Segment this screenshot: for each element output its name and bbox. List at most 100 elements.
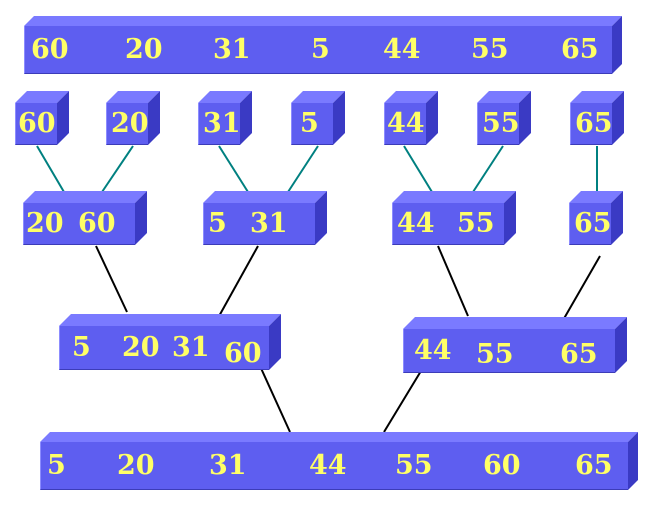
number-value: 60 xyxy=(78,208,116,239)
number-value: 20 xyxy=(125,34,163,65)
pairs-box: 44 55 xyxy=(392,191,516,245)
number-value: 65 xyxy=(574,208,612,239)
box-side-face xyxy=(612,91,624,145)
number-value: 31 xyxy=(209,450,247,481)
singletons-box: 31 xyxy=(198,91,252,145)
number-value: 20 xyxy=(26,208,64,239)
merge-link-line xyxy=(472,145,504,193)
box-top-face xyxy=(24,16,622,26)
merge-link-line xyxy=(36,145,65,193)
merge-link-line xyxy=(403,145,433,193)
number-value: 55 xyxy=(471,34,509,65)
box-top-face xyxy=(106,91,160,103)
input-array-box: 60 20 31 5 44 55 65 xyxy=(24,16,622,74)
merge-link-line xyxy=(217,245,259,319)
box-front-face: 60 xyxy=(15,103,57,145)
pairs-box: 65 xyxy=(569,191,623,245)
number-value: 55 xyxy=(476,339,514,370)
number-value: 65 xyxy=(561,34,599,65)
number-value: 55 xyxy=(457,208,495,239)
box-side-face xyxy=(504,191,516,245)
number-value: 44 xyxy=(383,34,421,65)
box-top-face xyxy=(23,191,147,203)
number-value: 60 xyxy=(224,338,262,369)
box-top-face xyxy=(291,91,345,103)
number-value: 44 xyxy=(309,450,347,481)
number-value: 5 xyxy=(208,208,227,239)
number-value: 5 xyxy=(72,332,91,363)
merge-link-line xyxy=(95,245,128,313)
box-top-face xyxy=(15,91,69,103)
box-front-face: 65 xyxy=(570,103,613,145)
singletons-box: 20 xyxy=(106,91,160,145)
box-top-face xyxy=(392,191,516,203)
box-side-face xyxy=(615,317,627,373)
merge-link-line xyxy=(437,245,469,317)
number-value: 60 xyxy=(483,450,521,481)
box-front-face: 44 xyxy=(384,103,426,145)
halves-box: 44 55 65 xyxy=(403,317,627,373)
box-side-face xyxy=(628,432,638,490)
number-value: 55 xyxy=(395,450,433,481)
box-top-face xyxy=(384,91,438,103)
number-value: 20 xyxy=(122,332,160,363)
box-side-face xyxy=(426,91,438,145)
singletons-box: 65 xyxy=(570,91,624,145)
number-value: 44 xyxy=(414,335,452,366)
box-side-face xyxy=(240,91,252,145)
merge-link-line xyxy=(259,365,291,433)
box-top-face xyxy=(403,317,627,329)
box-side-face xyxy=(333,91,345,145)
singletons-box: 5 xyxy=(291,91,345,145)
merge-link-line xyxy=(218,145,249,193)
merge-link-line xyxy=(101,145,134,193)
number-value: 31 xyxy=(213,34,251,65)
box-top-face xyxy=(40,432,638,442)
number-value: 65 xyxy=(560,339,598,370)
box-side-face xyxy=(519,91,531,145)
box-side-face xyxy=(269,314,281,370)
box-top-face xyxy=(198,91,252,103)
box-side-face xyxy=(315,191,327,245)
merge-link-line xyxy=(287,145,319,193)
box-side-face xyxy=(612,16,622,74)
number-value: 60 xyxy=(18,108,56,139)
singletons-box: 55 xyxy=(477,91,531,145)
box-top-face xyxy=(59,314,281,326)
box-side-face xyxy=(611,191,623,245)
number-value: 60 xyxy=(31,34,69,65)
merge-link-line xyxy=(561,255,601,323)
number-value: 5 xyxy=(47,450,66,481)
box-front-face: 5 xyxy=(291,103,333,145)
number-value: 20 xyxy=(117,450,155,481)
box-front-face: 44 55 xyxy=(392,203,504,245)
box-side-face xyxy=(148,91,160,145)
number-value: 5 xyxy=(300,108,319,139)
box-side-face xyxy=(135,191,147,245)
box-side-face xyxy=(57,91,69,145)
number-value: 44 xyxy=(397,208,435,239)
box-top-face xyxy=(477,91,531,103)
number-value: 44 xyxy=(387,108,425,139)
box-front-face: 20 xyxy=(106,103,149,145)
box-top-face xyxy=(570,91,624,103)
box-front-face: 60 20 31 5 44 55 65 xyxy=(24,26,612,74)
box-top-face xyxy=(203,191,327,203)
singletons-box: 60 xyxy=(15,91,69,145)
number-value: 31 xyxy=(203,108,241,139)
box-front-face: 44 55 65 xyxy=(403,329,615,373)
number-value: 20 xyxy=(111,108,149,139)
box-front-face: 65 xyxy=(569,203,612,245)
box-top-face xyxy=(569,191,623,203)
number-value: 5 xyxy=(311,34,330,65)
